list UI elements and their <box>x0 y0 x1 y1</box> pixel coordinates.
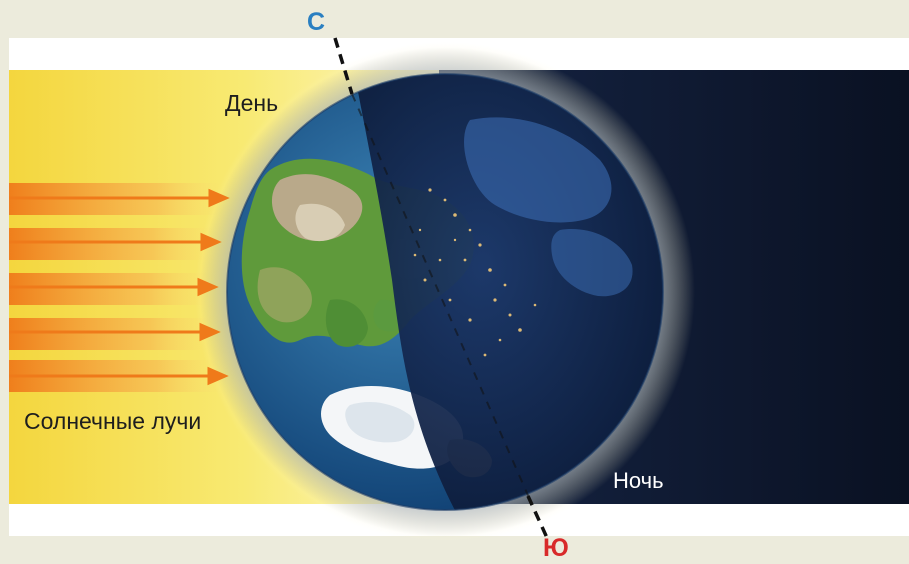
night-label: Ночь <box>613 468 664 493</box>
ray-band <box>9 318 212 350</box>
ray-arrowhead <box>207 366 229 386</box>
axis-through-globe <box>351 93 531 501</box>
ray-band <box>9 273 209 305</box>
ray-arrowhead <box>200 232 222 252</box>
ray-arrowhead <box>199 322 221 342</box>
day-label: День <box>225 90 279 116</box>
sun-rays <box>9 183 230 392</box>
sun-rays-label: Солнечные лучи <box>24 408 202 434</box>
earth-globe <box>226 73 664 511</box>
city-lights <box>413 188 537 357</box>
ray-band <box>9 228 214 260</box>
ray-arrowhead <box>197 277 219 297</box>
north-pole-label: С <box>307 8 326 36</box>
axis-bottom <box>526 495 550 541</box>
ray-arrowhead <box>208 188 230 208</box>
south-pole-label: Ю <box>543 534 569 562</box>
axis-top <box>333 37 354 95</box>
